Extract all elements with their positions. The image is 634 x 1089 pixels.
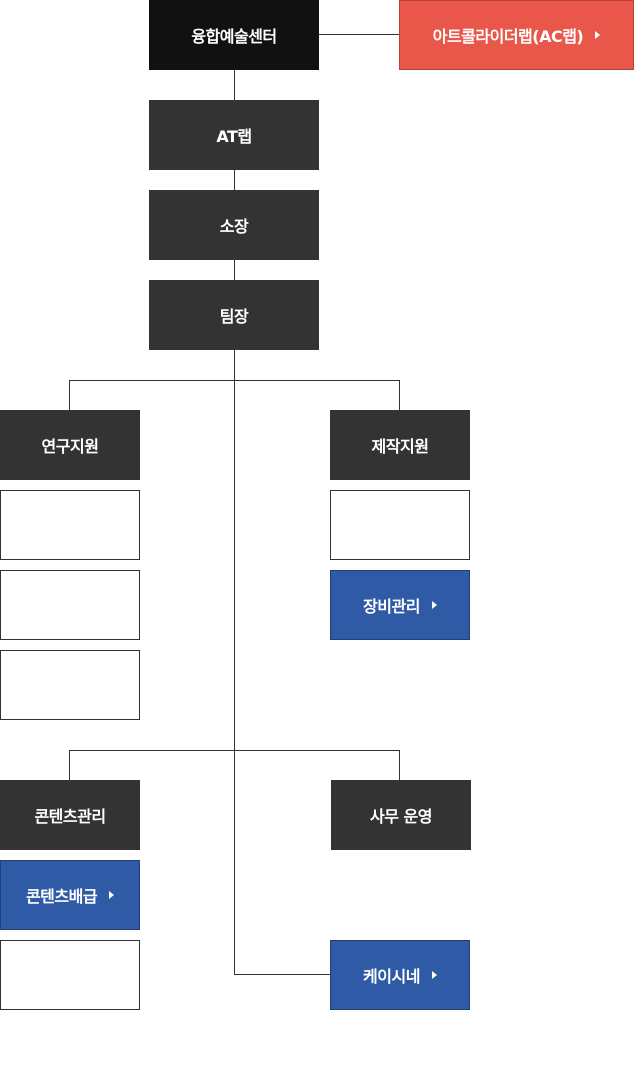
connector-top-to-ac <box>319 34 400 35</box>
empty-box <box>0 570 140 640</box>
connector-branch-2-right <box>399 750 400 780</box>
empty-box <box>0 940 140 1010</box>
caret-right-icon <box>109 891 115 899</box>
node-director: 소장 <box>149 190 319 260</box>
node-label: 연구지원 <box>41 437 99 456</box>
node-office-operations: 사무 운영 <box>331 780 471 850</box>
node-label: 사무 운영 <box>370 807 432 826</box>
node-label: 콘텐츠배급 <box>25 887 98 906</box>
connector-branch-2-horizontal <box>69 750 400 751</box>
node-cinema-link[interactable]: 케이시네 <box>330 940 470 1010</box>
node-label: AT랩 <box>216 127 252 146</box>
node-label: 소장 <box>219 217 249 236</box>
connector-main-trunk-upper <box>234 70 235 280</box>
caret-right-icon <box>431 601 437 609</box>
connector-branch-1-right <box>399 380 400 410</box>
node-label: 제작지원 <box>371 437 429 456</box>
node-research-support: 연구지원 <box>0 410 140 480</box>
connector-branch-1-horizontal <box>69 380 400 381</box>
node-label: 융합예술센터 <box>191 27 277 46</box>
node-label: 케이시네 <box>363 967 420 986</box>
connector-main-trunk-lower <box>234 350 235 975</box>
node-contents-management: 콘텐츠관리 <box>0 780 140 850</box>
caret-right-icon <box>431 971 437 979</box>
empty-box <box>330 490 470 560</box>
empty-box <box>0 490 140 560</box>
caret-right-icon <box>595 31 601 39</box>
node-label: 장비관리 <box>363 597 420 616</box>
node-ac-lab-link[interactable]: 아트콜라이더랩(AC랩) <box>399 0 634 70</box>
connector-to-cinema <box>234 974 330 975</box>
node-production-support: 제작지원 <box>330 410 470 480</box>
node-equipment-link[interactable]: 장비관리 <box>330 570 470 640</box>
node-convergence-arts-center: 융합예술센터 <box>149 0 319 70</box>
node-label: 콘텐츠관리 <box>34 807 106 826</box>
node-at-lab: AT랩 <box>149 100 319 170</box>
connector-branch-2-left <box>69 750 70 780</box>
node-team-leader: 팀장 <box>149 280 319 350</box>
empty-box <box>0 650 140 720</box>
node-label: 아트콜라이더랩(AC랩) <box>432 27 584 46</box>
node-label: 팀장 <box>219 307 249 326</box>
node-contents-distribution-link[interactable]: 콘텐츠배급 <box>0 860 140 930</box>
connector-branch-1-left <box>69 380 70 410</box>
